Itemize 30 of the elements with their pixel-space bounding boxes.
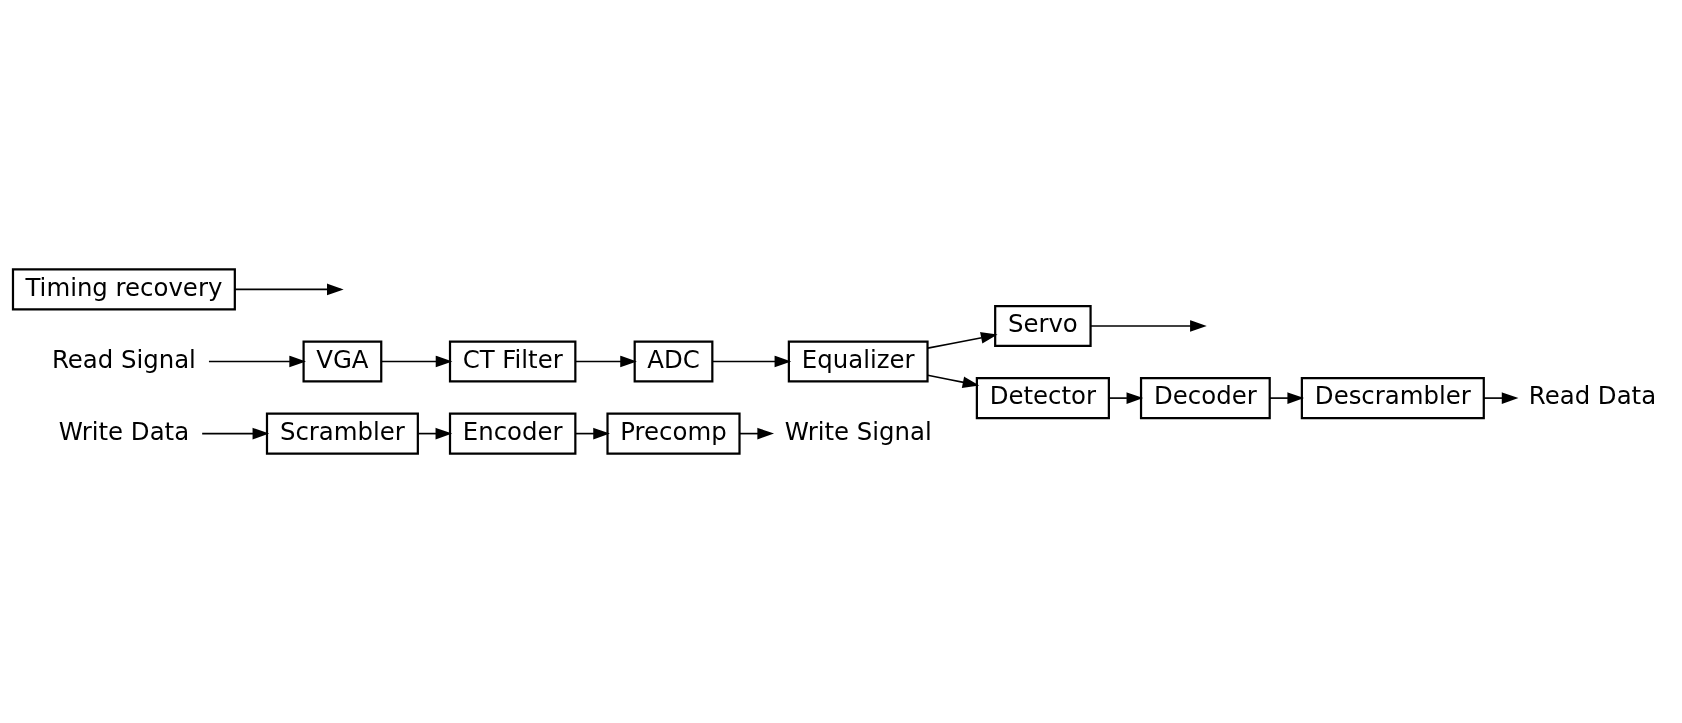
arrow bbox=[574, 355, 637, 368]
arrow bbox=[208, 355, 306, 368]
arrow bbox=[739, 427, 774, 440]
arrow bbox=[574, 427, 610, 440]
arrow bbox=[1268, 392, 1305, 404]
node-box: Servo bbox=[994, 304, 1092, 348]
node-box: Timing recovery bbox=[11, 268, 236, 311]
node-box: Precomp bbox=[606, 412, 741, 455]
arrow bbox=[1483, 392, 1519, 404]
node-text: Read Data bbox=[1528, 381, 1657, 411]
arrow bbox=[926, 374, 980, 388]
node-text: Read Signal bbox=[51, 344, 196, 374]
arrow bbox=[1089, 320, 1207, 332]
arrow bbox=[234, 283, 344, 296]
arrow bbox=[1108, 392, 1144, 404]
arrow bbox=[711, 355, 792, 368]
node-box: Decoder bbox=[1139, 377, 1271, 420]
node-box: Scrambler bbox=[265, 412, 419, 455]
node-box: VGA bbox=[302, 340, 383, 383]
node-box: Detector bbox=[975, 377, 1110, 420]
node-text: Write Data bbox=[58, 416, 190, 446]
node-box: ADC bbox=[633, 340, 714, 383]
node-box: CT Filter bbox=[448, 340, 577, 383]
arrow bbox=[380, 355, 453, 368]
node-box: Equalizer bbox=[787, 340, 929, 383]
arrow bbox=[926, 332, 998, 349]
node-box: Descrambler bbox=[1300, 377, 1485, 420]
node-text: Write Signal bbox=[784, 416, 932, 446]
arrow bbox=[201, 427, 270, 440]
node-box: Encoder bbox=[448, 412, 577, 455]
